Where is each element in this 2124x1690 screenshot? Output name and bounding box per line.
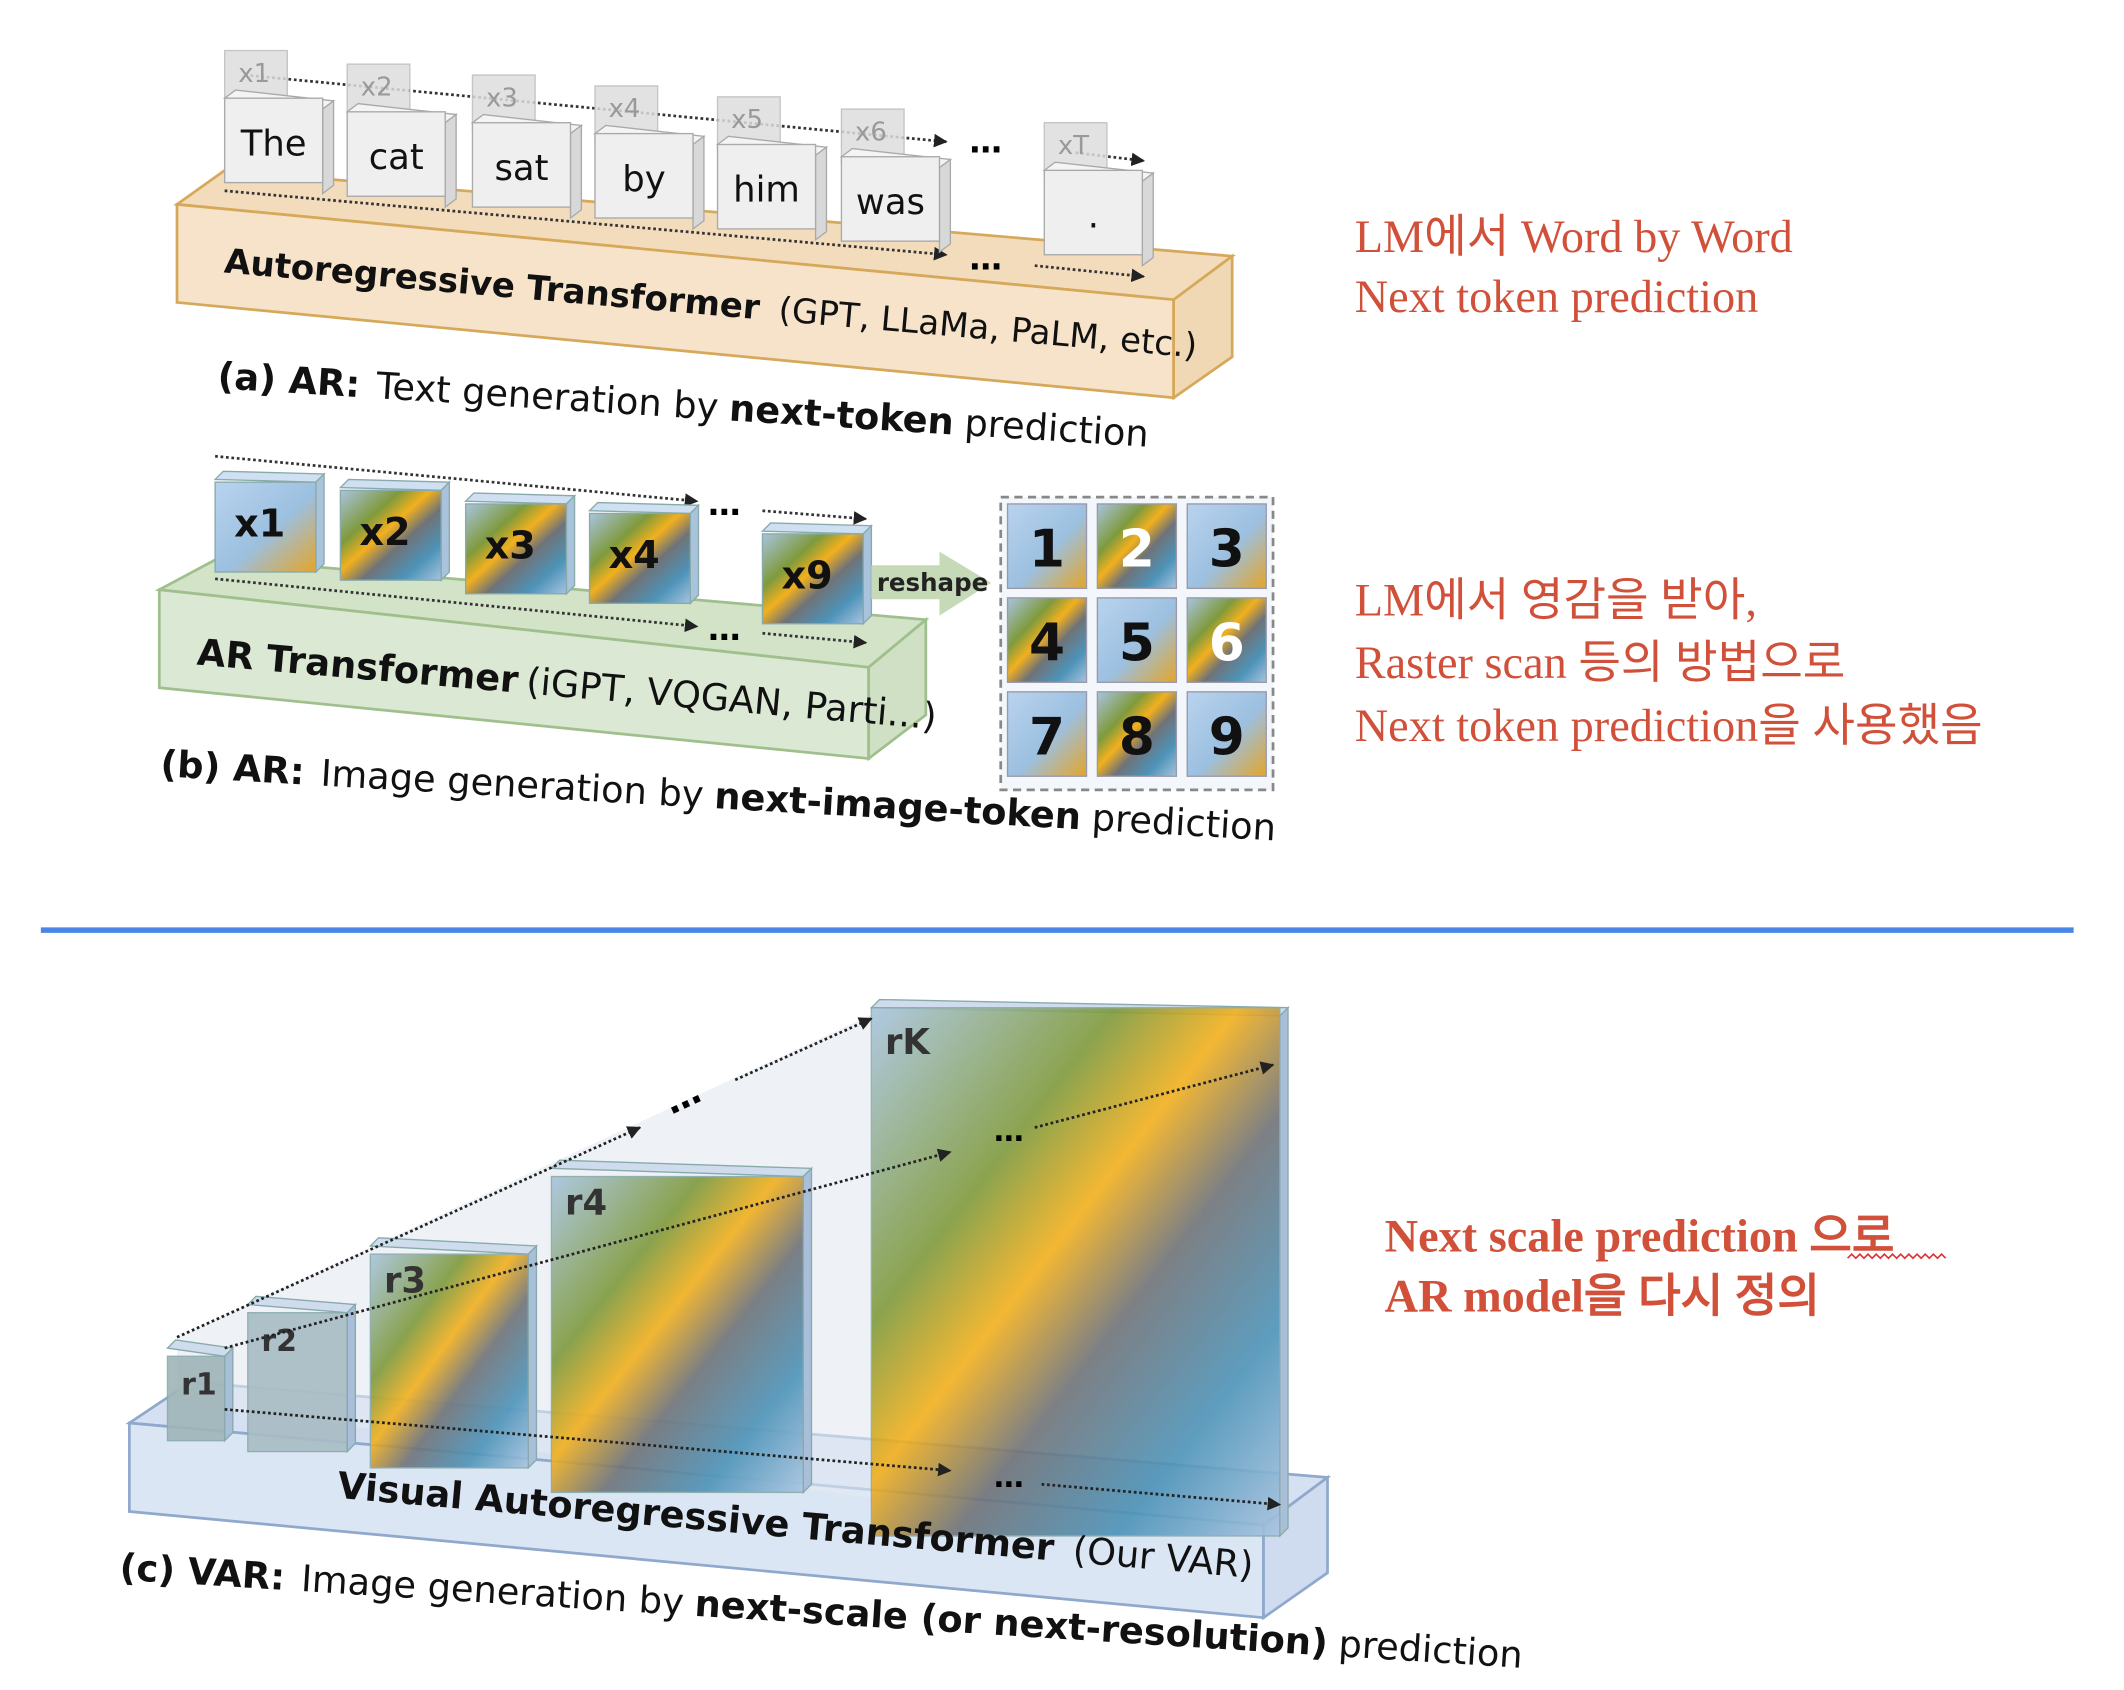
note-c-line1: Next scale prediction 으로 [1385, 1211, 1895, 1262]
text-token: xT. [1042, 122, 1156, 268]
token-label: x4 [609, 533, 660, 577]
scale-frame: r1 [166, 1339, 235, 1443]
grid-cell: 8 [1096, 691, 1178, 777]
scale-label: r2 [261, 1324, 297, 1359]
caption-end: prediction [963, 401, 1150, 455]
annotations: LM에서 Word by Word Next token prediction … [1355, 212, 1983, 1322]
token-word: The [240, 123, 307, 164]
scale-label: rK [885, 1022, 931, 1063]
grid-cell: 5 [1096, 597, 1178, 683]
scale-label: r4 [565, 1183, 607, 1224]
ellipsis: … [708, 610, 741, 648]
caption-text: Image generation by [300, 1557, 685, 1624]
caption-text: Image generation by [320, 752, 705, 817]
note-b-line1: LM에서 영감을 받아, [1355, 576, 1757, 627]
image-token: x3 [464, 492, 577, 596]
token-label: x5 [731, 105, 763, 135]
token-word: was [856, 182, 925, 223]
token-label: x9 [782, 553, 833, 597]
scale-label: r1 [181, 1367, 217, 1402]
image-token: x4 [587, 501, 701, 605]
ellipsis: … [969, 123, 1002, 161]
token-label: x6 [855, 117, 887, 147]
scale-frame: r3 [368, 1237, 539, 1470]
token-word: him [733, 170, 800, 211]
token-word: by [622, 159, 665, 200]
caption-prefix: (b) AR: [159, 742, 305, 793]
image-token: x9 [760, 522, 873, 626]
reshape-arrow: reshape [871, 551, 992, 616]
grid-cell: 4 [1006, 597, 1088, 683]
reshape-label: reshape [877, 568, 988, 597]
grid-cell: 7 [1006, 691, 1088, 777]
scale-frame: r4 [549, 1159, 814, 1495]
token-label: x3 [485, 523, 536, 567]
grid-number: 8 [1119, 707, 1155, 767]
text-token: x4 by [593, 85, 706, 231]
token-word: cat [369, 137, 424, 178]
grid-cell: 1 [1006, 503, 1088, 590]
caption-end: prediction [1091, 796, 1278, 850]
image-token: x2 [338, 478, 451, 582]
text-token: x3 sat [470, 74, 584, 220]
note-b-line2: Raster scan 등의 방법으로 [1355, 638, 1846, 689]
caption-bold: next-token [728, 386, 955, 443]
grid-number: 2 [1119, 520, 1155, 580]
grid-cell: 9 [1186, 691, 1267, 777]
token-label: x3 [486, 83, 518, 113]
note-a-line2: Next token prediction [1355, 272, 1759, 323]
text-token: x6 was [839, 108, 953, 254]
token-word: sat [494, 148, 548, 189]
grid-cell: 3 [1186, 503, 1267, 590]
text-token: x5 him [715, 96, 829, 242]
spellcheck-underline [1847, 1252, 1947, 1260]
text-token: x2 cat [345, 63, 458, 209]
grid-number: 6 [1209, 614, 1245, 674]
token-label: x1 [234, 502, 285, 546]
grid-number: 3 [1209, 520, 1245, 580]
grid-cell: 2 [1096, 503, 1178, 590]
scale-frame: rK [869, 998, 1290, 1538]
grid-number: 5 [1119, 614, 1155, 674]
caption-prefix: (a) AR: [216, 354, 361, 406]
ellipsis: … [969, 240, 1002, 278]
note-a-line1: LM에서 Word by Word [1355, 212, 1793, 263]
grid-cell: 6 [1186, 597, 1267, 683]
ellipsis: … [994, 1460, 1024, 1495]
token-label: x2 [361, 72, 393, 102]
grid-number: 7 [1029, 707, 1065, 767]
ellipsis: … [708, 485, 741, 523]
token-word: . [1088, 196, 1099, 237]
image-token: x1 [213, 470, 326, 574]
grid-number: 1 [1029, 520, 1065, 580]
caption-text: Text generation by [374, 364, 720, 428]
ellipsis: … [994, 1114, 1024, 1149]
token-label: xT [1058, 131, 1089, 161]
token-label: x1 [238, 59, 270, 89]
note-b-line3: Next token prediction을 사용했음 [1355, 701, 1983, 752]
note-c-line2: AR model을 다시 정의 [1385, 1271, 1820, 1322]
grid-number: 9 [1209, 707, 1245, 767]
caption-end: prediction [1337, 1622, 1524, 1676]
grid-number: 4 [1029, 614, 1065, 674]
caption-prefix: (c) VAR: [118, 1546, 286, 1599]
token-label: x2 [359, 510, 410, 554]
token-label: x4 [609, 94, 641, 124]
scale-frame: r2 [246, 1295, 357, 1454]
